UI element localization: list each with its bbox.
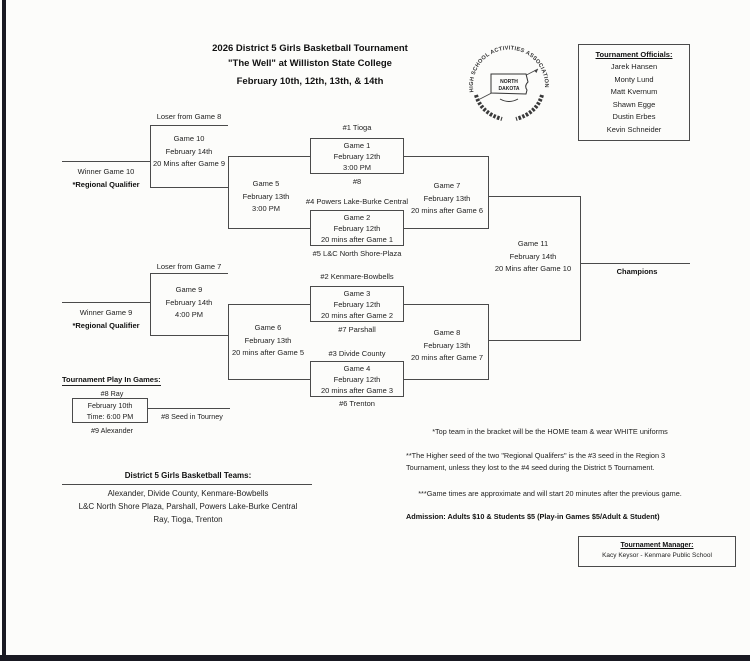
officials-box: Tournament Officials: Jarek Hansen Monty…: [578, 44, 690, 141]
game1-box: Game 1 February 12th 3:00 PM: [310, 138, 404, 174]
teams-heading: District 5 Girls Basketball Teams:: [124, 471, 252, 480]
game6-info: Game 6 February 13th 20 mins after Game …: [231, 323, 305, 357]
seal-north: NORTH: [500, 79, 518, 85]
teams-list: Alexander, Divide County, Kenmare-Bowbel…: [40, 487, 336, 526]
bracket-line: [150, 273, 151, 335]
bracket-line: [150, 335, 229, 336]
scan-edge-bottom: [0, 655, 750, 661]
game10-info: Game 10 February 14th 20 Mins after Game…: [152, 134, 226, 168]
game8-info: Game 8 February 13th 20 mins after Game …: [410, 328, 484, 362]
scan-edge-left: [2, 0, 6, 661]
game10-feeder-label: Loser from Game 8: [156, 112, 222, 121]
title-line-3: February 10th, 12th, 13th, & 14th: [236, 76, 384, 87]
note-home-team: *Top team in the bracket will be the HOM…: [432, 427, 668, 436]
bracket-line: [228, 304, 229, 380]
seed-label: #5 L&C North Shore-Plaza: [312, 249, 402, 258]
manager-heading: Tournament Manager:: [620, 542, 694, 549]
seed-label: #6 Trenton: [339, 399, 375, 408]
page-title: 2026 District 5 Girls Basketball Tournam…: [150, 41, 470, 89]
seed-label: #2 Kenmare-Bowbells: [320, 272, 394, 281]
seed-label: #4 Powers Lake-Burke Central: [305, 197, 409, 206]
game2-box: Game 2 February 12th 20 mins after Game …: [310, 210, 404, 246]
manager-name: Kacy Keysor - Kenmare Public School: [602, 552, 712, 559]
official-name: Kevin Schneider: [606, 124, 662, 134]
seal-dakota: DAKOTA: [498, 86, 519, 92]
bracket-line: [150, 187, 229, 188]
seed-label: #1 Tioga: [342, 123, 372, 132]
bracket-line: [228, 156, 229, 229]
game4-box: Game 4 February 12th 20 mins after Game …: [310, 361, 404, 397]
champion-line: [580, 263, 690, 264]
game7-info: Game 7 February 13th 20 mins after Game …: [410, 181, 484, 215]
title-line-2: "The Well" at Williston State College: [228, 58, 392, 69]
ndhsaa-seal-icon: HIGH SCHOOL ACTIVITIES ASSOCIATION NORTH…: [469, 46, 549, 121]
bracket-line: [228, 379, 310, 380]
bracket-line: [404, 156, 488, 157]
bracket-line: [62, 302, 150, 303]
note-regional-qualifier: **The Higher seed of the two "Regional Q…: [406, 451, 666, 472]
teams-row: Alexander, Divide County, Kenmare-Bowbel…: [107, 489, 269, 498]
bracket-line: [150, 125, 151, 187]
bracket-line: [488, 340, 580, 341]
seal-ribbon: [499, 98, 519, 102]
game5-info: Game 5 February 13th 3:00 PM: [242, 179, 290, 213]
bracket-line: [150, 125, 228, 126]
game9-info: Game 9 February 14th 4:00 PM: [165, 285, 213, 319]
manager-box: Tournament Manager: Kacy Keysor - Kenmar…: [578, 536, 736, 567]
game11-info: Game 11 February 14th 20 Mins after Game…: [494, 239, 572, 273]
seal-state-outline: [490, 73, 529, 95]
official-name: Jarek Hansen: [610, 62, 658, 71]
game3-box: Game 3 February 12th 20 mins after Game …: [310, 286, 404, 322]
bracket-line: [150, 273, 228, 274]
seed-label: #7 Parshall: [338, 325, 376, 334]
playin-team-top: #8 Ray: [100, 389, 124, 398]
teams-underline: [62, 484, 312, 485]
bracket-line: [62, 161, 150, 162]
bracket-line: [228, 156, 310, 157]
seal-laurel-left: [474, 94, 503, 121]
game9-winner-label: Winner Game 9 *Regional Qualifier: [72, 308, 140, 330]
game10-winner-label: Winner Game 10 *Regional Qualifier: [72, 167, 140, 189]
playin-heading: Tournament Play In Games:: [62, 375, 161, 386]
seed-label: #8: [352, 177, 362, 186]
bracket-line: [404, 379, 488, 380]
note-game-times: ***Game times are approximate and will s…: [418, 489, 682, 498]
bracket-line: [580, 196, 581, 341]
bracket-line: [404, 228, 488, 229]
bracket-line: [488, 304, 489, 380]
teams-row: Ray, Tioga, Trenton: [153, 515, 223, 524]
official-name: Matt Kvernum: [610, 87, 658, 96]
bracket-line: [488, 196, 580, 197]
teams-row: L&C North Shore Plaza, Parshall, Powers …: [78, 502, 298, 511]
seal-arrowhead: [534, 69, 538, 73]
officials-heading: Tournament Officials:: [595, 50, 673, 59]
official-name: Monty Lund: [614, 74, 654, 84]
official-name: Dustin Erbes: [612, 112, 656, 121]
bracket-line: [404, 304, 488, 305]
playin-team-bottom: #9 Alexander: [91, 426, 133, 435]
title-line-1: 2026 District 5 Girls Basketball Tournam…: [212, 43, 408, 54]
playin-box: February 10th Time: 6:00 PM: [72, 398, 148, 423]
bracket-line: [228, 304, 310, 305]
bracket-line: [228, 228, 310, 229]
admission-note: Admission: Adults $10 & Students $5 (Pla…: [406, 512, 660, 521]
seal-laurel-right: [515, 94, 544, 121]
champions-label: Champions: [616, 267, 658, 276]
bracket-line: [488, 156, 489, 229]
official-name: Shawn Egge: [612, 99, 656, 109]
bracket-line: [147, 408, 230, 409]
game9-feeder-label: Loser from Game 7: [156, 262, 222, 271]
playin-winner-label: #8 Seed in Tourney: [161, 412, 223, 421]
seed-label: #3 Divide County: [328, 349, 386, 358]
